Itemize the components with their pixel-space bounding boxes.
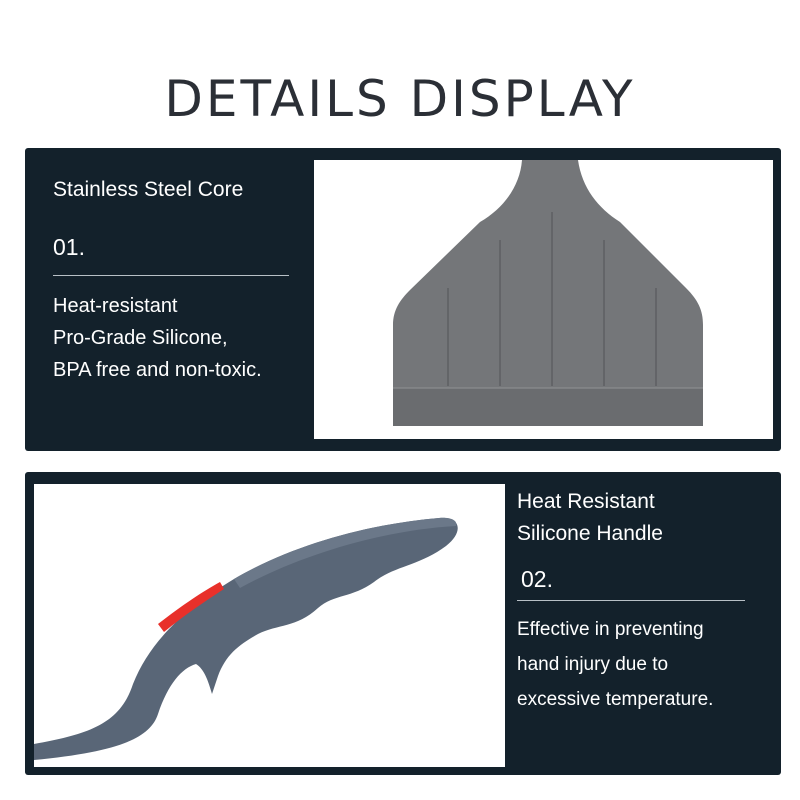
spatula-head-photo: [314, 160, 773, 439]
description-line: BPA free and non-toxic.: [53, 359, 262, 381]
section-heading: Heat Resistant Silicone Handle: [517, 486, 663, 550]
section-number: 02.: [521, 566, 553, 592]
divider: [53, 275, 289, 276]
section-heading: Stainless Steel Core: [53, 178, 244, 201]
section-description: Heat-resistant Pro-Grade Silicone, BPA f…: [53, 290, 262, 386]
description-line: Pro-Grade Silicone,: [53, 327, 228, 349]
description-line: excessive temperature.: [517, 689, 714, 710]
description-line: Effective in preventing: [517, 619, 704, 640]
section-number: 01.: [53, 234, 85, 260]
heading-line: Heat Resistant: [517, 490, 655, 513]
spatula-head-image: [393, 160, 703, 426]
detail-panel-handle: Heat Resistant Silicone Handle 02. Effec…: [25, 472, 781, 775]
divider: [517, 600, 745, 601]
section-description: Effective in preventing hand injury due …: [517, 612, 713, 717]
description-line: Heat-resistant: [53, 295, 178, 317]
handle-photo: [34, 484, 505, 767]
handle-image: [34, 517, 458, 760]
page-title: DETAILS DISPLAY: [164, 70, 636, 128]
detail-panel-core: Stainless Steel Core 01. Heat-resistant …: [25, 148, 781, 451]
description-line: hand injury due to: [517, 654, 669, 675]
heading-line: Silicone Handle: [517, 522, 663, 545]
